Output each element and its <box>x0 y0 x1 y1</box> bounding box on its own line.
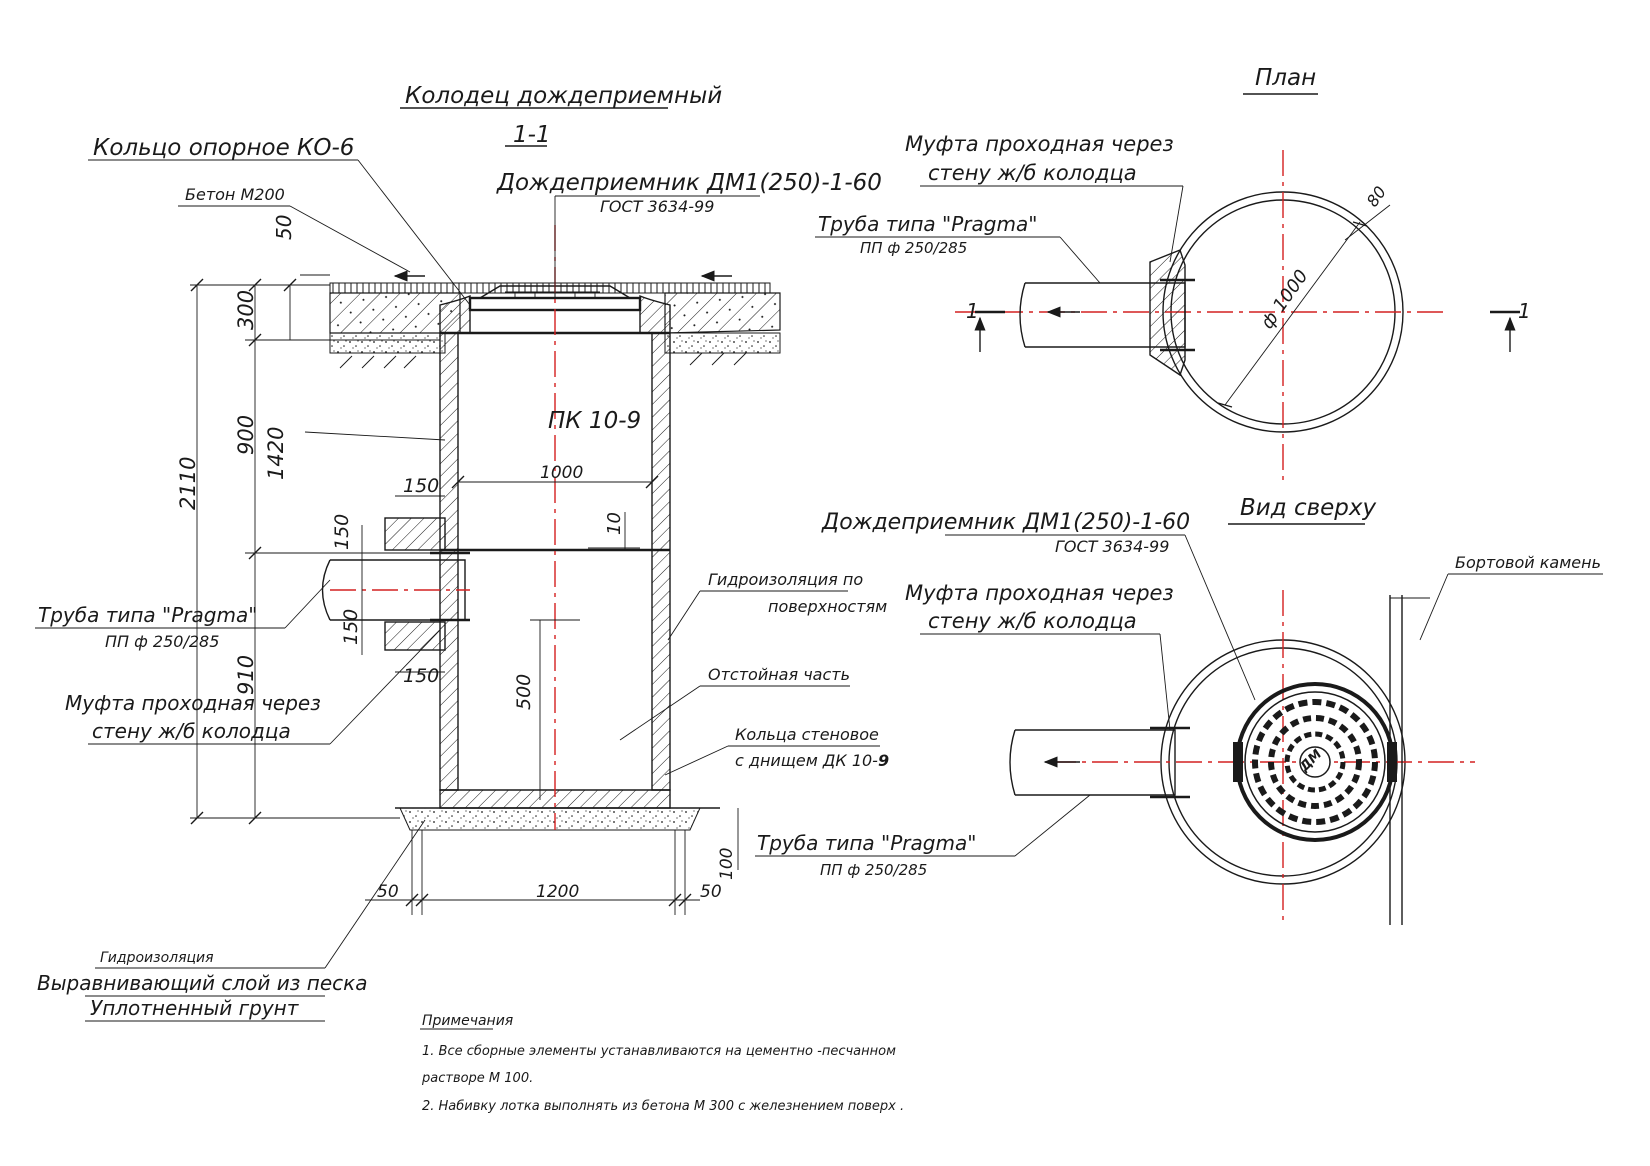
notes-title: Примечания <box>422 1013 513 1029</box>
label-inlet: Дождеприемник ДМ1(250)-1-60 <box>496 170 882 196</box>
plan-view: План 1 1 ф 1000 80 Муфта проходная через… <box>815 65 1531 480</box>
plan-dim-80: 80 <box>1363 183 1390 211</box>
shaft-wall-left <box>439 332 459 791</box>
label-sleeve-1: Муфта проходная через <box>65 691 321 715</box>
dim-300: 300 <box>234 290 258 330</box>
paving-layer <box>329 282 771 294</box>
plan-label-sleeve-2: стену ж/б колодца <box>928 161 1137 185</box>
topview-label-sleeve-2: стену ж/б колодца <box>928 609 1137 633</box>
topview-label-pipe: Труба типа "Pragma" <box>757 831 976 855</box>
sand-left <box>329 332 446 354</box>
dim-910: 910 <box>234 655 258 695</box>
label-sleeve-2: стену ж/б колодца <box>92 719 291 743</box>
shaft-label: ПК 10-9 <box>548 408 641 434</box>
topview-label-inlet-gost: ГОСТ 3634-99 <box>1055 537 1169 556</box>
top-view: Вид сверху ДМ Дождеприемник ДМ1(25 <box>755 495 1603 925</box>
plan-sleeve <box>1149 249 1186 377</box>
dim-50-top: 50 <box>272 215 296 240</box>
road-base-right <box>664 292 781 334</box>
label-support-ring: Кольцо опорное КО-6 <box>93 135 354 161</box>
shaft-wall-right <box>651 332 671 791</box>
dim-1200: 1200 <box>536 882 579 902</box>
dim-150-bottom: 150 <box>403 665 439 687</box>
sleeve-collar-bottom <box>384 621 446 651</box>
cut-mark-right: 1 <box>1518 299 1531 323</box>
label-layer-waterproof: Гидроизоляция <box>100 950 214 966</box>
section-view: Колодец дождеприемный 1-1 <box>35 83 889 1022</box>
label-inlet-gost: ГОСТ 3634-99 <box>600 197 714 216</box>
plan-label-pipe: Труба типа "Pragma" <box>818 212 1037 236</box>
topview-title: Вид сверху <box>1240 495 1377 521</box>
concrete-collar-left <box>439 294 471 334</box>
label-waterproof-2: поверхностям <box>768 597 887 616</box>
sleeve-collar-top <box>384 517 446 551</box>
dim-150-upper: 150 <box>331 514 353 550</box>
dim-900: 900 <box>234 415 258 455</box>
notes: Примечания 1. Все сборные элементы устан… <box>420 1013 904 1114</box>
topview-rain-grate: ДМ <box>1233 682 1397 842</box>
label-layer-soil: Уплотненный грунт <box>90 996 300 1020</box>
notes-line-1: 1. Все сборные элементы устанавливаются … <box>422 1044 896 1059</box>
dim-2110: 2110 <box>176 457 200 510</box>
section-title: Колодец дождеприемный <box>405 83 722 109</box>
topview-label-inlet: Дождеприемник ДМ1(250)-1-60 <box>821 510 1190 535</box>
dim-1000-inner: 1000 <box>540 463 583 483</box>
plan-label-sleeve-1: Муфта проходная через <box>905 132 1174 156</box>
label-wall-rings-2: с днищем ДК 10-9 <box>735 751 889 770</box>
dim-150-lower: 150 <box>340 609 362 645</box>
dim-150-top: 150 <box>403 475 439 497</box>
label-sump: Отстойная часть <box>708 665 850 684</box>
notes-line-3: 2. Набивку лотка выполнять из бетона М 3… <box>422 1099 904 1114</box>
dim-100: 100 <box>717 848 737 880</box>
topview-label-sleeve-1: Муфта проходная через <box>905 581 1174 605</box>
cut-mark-left: 1 <box>966 299 979 323</box>
plan-title: План <box>1255 65 1316 91</box>
dim-1420: 1420 <box>264 427 288 480</box>
dim-500: 500 <box>513 674 535 710</box>
plan-label-pipe-spec: ПП ф 250/285 <box>860 239 967 257</box>
dim-50-right: 50 <box>700 882 722 902</box>
label-waterproof-1: Гидроизоляция по <box>708 570 863 589</box>
notes-line-2: растворе М 100. <box>421 1071 533 1086</box>
base-sand <box>399 807 701 831</box>
section-mark: 1-1 <box>513 122 551 148</box>
plan-dim-diameter: ф 1000 <box>1257 266 1313 333</box>
label-pipe: Труба типа "Pragma" <box>38 603 257 627</box>
topview-label-pipe-spec: ПП ф 250/285 <box>820 861 927 879</box>
dim-10: 10 <box>604 512 625 535</box>
concrete-collar-right <box>639 294 671 334</box>
sand-right <box>664 332 781 354</box>
topview-label-curb: Бортовой камень <box>1455 553 1601 572</box>
dim-50-left: 50 <box>377 882 399 902</box>
label-layer-sand: Выравнивающий слой из песка <box>37 971 367 995</box>
label-pipe-spec: ПП ф 250/285 <box>105 632 219 651</box>
label-wall-rings-1: Кольца стеновое <box>735 725 879 744</box>
label-concrete: Бетон М200 <box>185 185 285 204</box>
